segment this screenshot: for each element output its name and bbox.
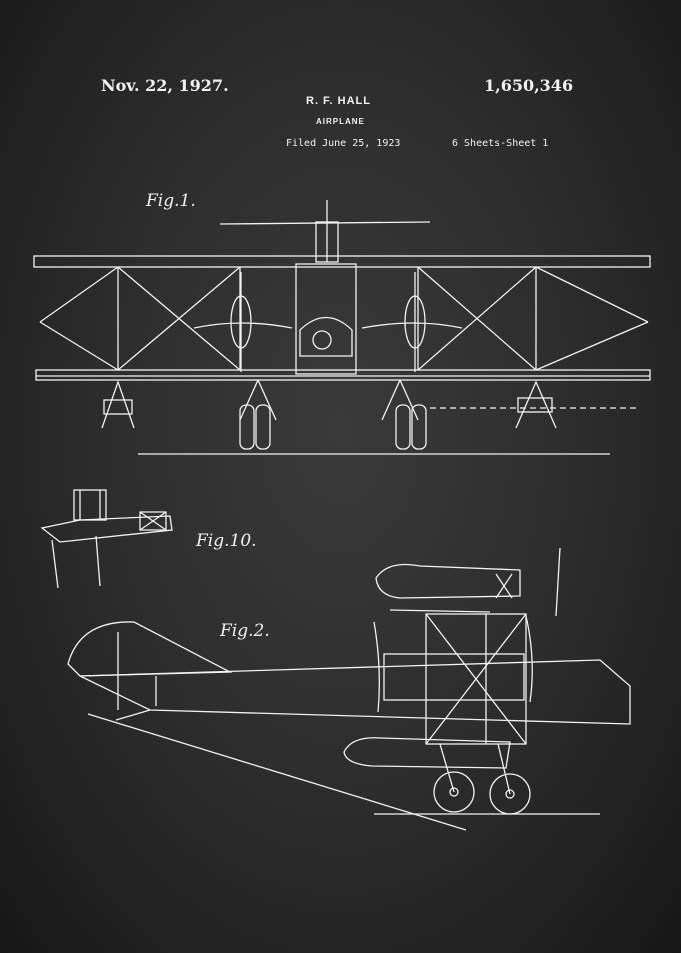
patent-date: Nov. 22, 1927. [101, 76, 229, 95]
fig2-side-view [67, 547, 631, 831]
fig10-small-view [40, 489, 173, 589]
filed-date: Filed June 25, 1923 [286, 138, 401, 149]
invention-title: AIRPLANE [316, 117, 365, 126]
patent-number: 1,650,346 [484, 76, 574, 95]
fig1-label: Fig.1. [145, 191, 196, 211]
fig10-label: Fig.10. [195, 531, 257, 551]
fig2-label: Fig.2. [219, 621, 270, 641]
inventor-name: R. F. HALL [306, 95, 371, 107]
sheet-count: 6 Sheets-Sheet 1 [452, 138, 549, 149]
fig1-front-view [33, 200, 651, 455]
